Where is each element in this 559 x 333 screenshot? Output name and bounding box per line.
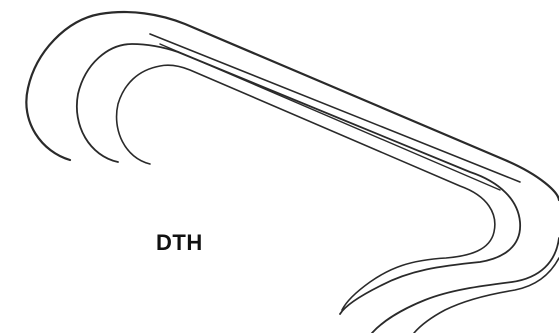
middle-curve — [77, 44, 520, 314]
upper-parallel-line-2 — [160, 44, 500, 190]
upper-parallel-line — [150, 34, 520, 182]
inner-curve — [117, 65, 495, 310]
outer-curve — [26, 12, 559, 200]
diagram-label: DTH — [156, 230, 203, 256]
